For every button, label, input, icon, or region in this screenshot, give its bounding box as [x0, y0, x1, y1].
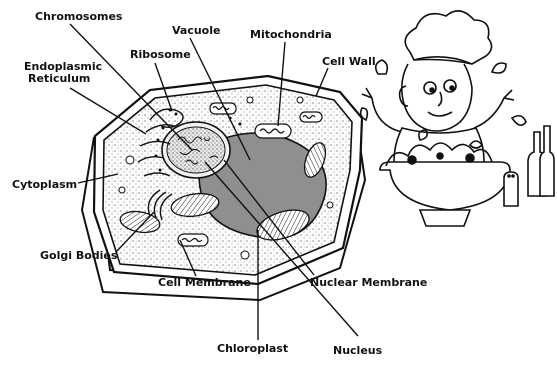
- chef-head: [402, 64, 472, 131]
- salad-bowl: [380, 162, 510, 210]
- label-chromosomes: Chromosomes: [35, 11, 122, 23]
- chef-hat: [405, 11, 491, 64]
- label-nucleus: Nucleus: [333, 345, 382, 357]
- chef-illustration: [361, 11, 554, 226]
- vinegar-bottle: [540, 126, 554, 196]
- label-chloroplast: Chloroplast: [217, 343, 288, 355]
- label-vacuole: Vacuole: [172, 25, 220, 37]
- label-cell-membrane: Cell Membrane: [158, 277, 251, 289]
- label-nuclear-membrane: Nuclear Membrane: [310, 277, 427, 289]
- label-golgi-bodies: Golgi Bodies: [40, 250, 117, 262]
- label-mitochondria: Mitochondria: [250, 29, 332, 41]
- cell: [82, 76, 365, 300]
- label-cell-wall: Cell Wall: [322, 56, 376, 68]
- label-endoplasmic-reticulum-line2: Reticulum: [28, 73, 90, 85]
- salt-shaker: [504, 172, 518, 206]
- label-ribosome: Ribosome: [130, 49, 191, 61]
- label-cytoplasm: Cytoplasm: [12, 179, 77, 191]
